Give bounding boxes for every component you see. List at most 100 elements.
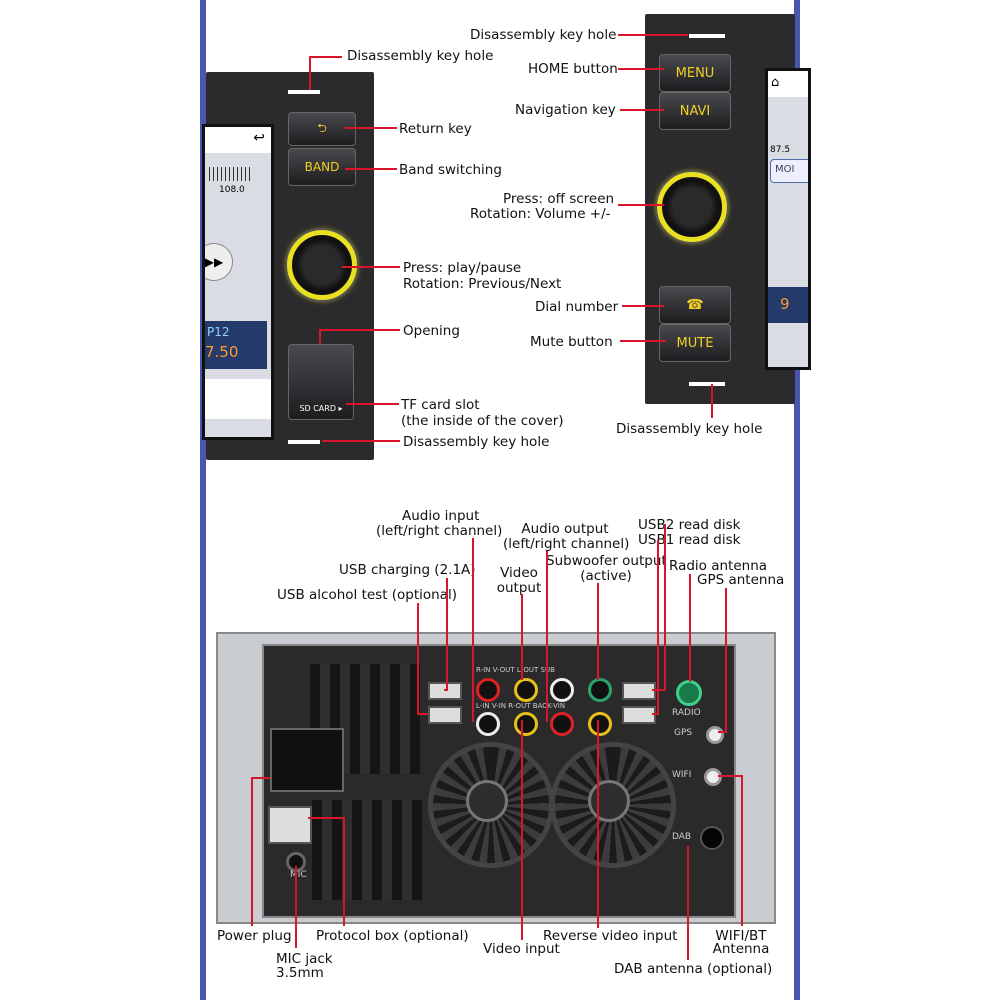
tuner-scale [209, 167, 253, 181]
right-frame-rail [794, 0, 800, 1000]
usb2-read-port [622, 682, 656, 700]
frequency-label: 87.5 [770, 145, 791, 155]
usb1-read-port [622, 706, 656, 724]
label-subwoofer-2: (active) [580, 568, 632, 584]
wifi-antenna-port [704, 768, 722, 786]
video-in-jack [514, 712, 538, 736]
back-icon: ↩ [253, 130, 265, 146]
label-audio-output-2: (left/right channel) [503, 536, 630, 552]
label-disassembly-right-bottom: Disassembly key hole [616, 421, 763, 437]
label-mic-jack-1: MIC jack [276, 951, 333, 967]
label-dab-antenna: DAB antenna (optional) [614, 961, 773, 977]
disassembly-hole-top [689, 34, 725, 38]
power-connector [270, 728, 344, 792]
audio-in-right-jack [476, 678, 500, 702]
dial-button[interactable]: ☎ [659, 286, 731, 324]
label-audio-output-1: Audio output [521, 521, 609, 537]
label-disassembly-right-top: Disassembly key hole [470, 27, 617, 43]
audio-in-left-jack [476, 712, 500, 736]
label-protocol-box: Protocol box (optional) [316, 928, 469, 944]
status-bar: ⌂ [768, 71, 808, 97]
label-mic-jack-2: 3.5mm [276, 965, 324, 981]
disassembly-hole-top [288, 90, 320, 94]
label-tf-card-1: TF card slot [401, 397, 480, 413]
label-usb-charging: USB charging (2.1A) [339, 562, 476, 578]
label-video-output-2: output [496, 580, 542, 596]
label-usb-alcohol: USB alcohol test (optional) [277, 587, 458, 603]
mic-jack [286, 852, 306, 872]
preset-box: P12 7.50 [205, 321, 267, 369]
vent-grill-lower [312, 800, 422, 900]
front-right-screen: ⌂ 87.5 MOI 9 [765, 68, 811, 370]
disassembly-hole-bottom [689, 382, 725, 386]
protocol-connector [268, 806, 312, 844]
label-tf-card-2: (the inside of the cover) [401, 413, 564, 429]
label-audio-input-1: Audio input [402, 508, 480, 524]
dab-antenna-port [700, 826, 724, 850]
label-usb2-read: USB2 read disk [638, 517, 741, 533]
label-knob-right-1: Press: off screen [503, 191, 615, 207]
label-usb1-read: USB1 read disk [638, 532, 741, 548]
mode-label: MOI [775, 164, 795, 175]
label-knob-left-2: Rotation: Previous/Next [403, 276, 562, 292]
fan-hub-left [466, 780, 508, 822]
label-return-key: Return key [399, 121, 472, 137]
disassembly-hole-bottom [288, 440, 320, 444]
sd-card-label: SD CARD ▸ [299, 404, 343, 413]
label-opening: Opening [403, 323, 460, 339]
left-volume-knob[interactable] [287, 230, 357, 300]
settings-bar [205, 379, 271, 419]
left-frame-rail [200, 0, 206, 1000]
panel-tag-wifi: WIFI [672, 770, 692, 780]
preset-value: 7.50 [205, 343, 239, 361]
label-home-button: HOME button [528, 61, 618, 77]
label-audio-input-2: (left/right channel) [376, 523, 503, 539]
audio-out-right-jack [550, 712, 574, 736]
label-power-plug: Power plug [217, 928, 292, 944]
label-disassembly-left-top: Disassembly key hole [347, 48, 494, 64]
usb-alcohol-port [428, 706, 462, 724]
mute-button[interactable]: MUTE [659, 324, 731, 362]
panel-tag-radio: RADIO [672, 708, 701, 718]
front-left-panel: ↩ 108.0 ▶▶ P12 7.50 ⮌ BAND SD CARD ▸ [202, 72, 374, 460]
panel-tag-gps: GPS [674, 728, 693, 738]
video-out-jack [514, 678, 538, 702]
right-volume-knob[interactable] [657, 172, 727, 242]
gps-antenna-port [706, 726, 724, 744]
label-reverse-video: Reverse video input [543, 928, 678, 944]
menu-button[interactable]: MENU [659, 54, 731, 92]
label-video-output-1: Video [500, 565, 538, 581]
status-bar: ↩ [205, 127, 271, 153]
navi-button[interactable]: NAVI [659, 92, 731, 130]
audio-out-left-jack [550, 678, 574, 702]
front-right-panel: MENU NAVI ☎ MUTE ⌂ 87.5 MOI 9 [645, 14, 811, 404]
label-disassembly-left-bottom: Disassembly key hole [403, 434, 550, 450]
band-button[interactable]: BAND [288, 148, 356, 186]
label-mute-button: Mute button [530, 334, 613, 350]
label-knob-right-2: Rotation: Volume +/- [470, 206, 611, 222]
reverse-video-jack [588, 712, 612, 736]
panel-tag-dab: DAB [672, 832, 692, 842]
preset-box: 9 [768, 287, 808, 323]
panel-tag-rca-top: R-IN V-OUT L-OUT SUB [476, 666, 555, 674]
label-gps-antenna: GPS antenna [697, 572, 785, 588]
label-knob-left-1: Press: play/pause [403, 260, 522, 276]
return-key[interactable]: ⮌ [288, 112, 356, 146]
panel-tag-mic: MIC [290, 870, 307, 880]
subwoofer-out-jack [588, 678, 612, 702]
preset-value: 9 [780, 295, 790, 313]
preset-label: P12 [207, 325, 230, 339]
sd-card-cover[interactable]: SD CARD ▸ [288, 344, 354, 420]
fan-hub-right [588, 780, 630, 822]
label-navigation-key: Navigation key [515, 102, 616, 118]
label-video-input: Video input [483, 941, 560, 957]
label-wifi-bt-2: Antenna [712, 941, 770, 957]
panel-tag-rca-bottom: L-IN V-IN R-OUT BACK-VIN [476, 702, 566, 710]
usb-charging-port [428, 682, 462, 700]
label-dial-number: Dial number [535, 299, 619, 315]
phone-icon: ☎ [686, 297, 704, 313]
frequency-label: 108.0 [219, 185, 245, 195]
label-subwoofer-1: Subwoofer output [546, 553, 667, 569]
label-radio-antenna: Radio antenna [669, 558, 768, 574]
home-icon: ⌂ [771, 75, 780, 90]
